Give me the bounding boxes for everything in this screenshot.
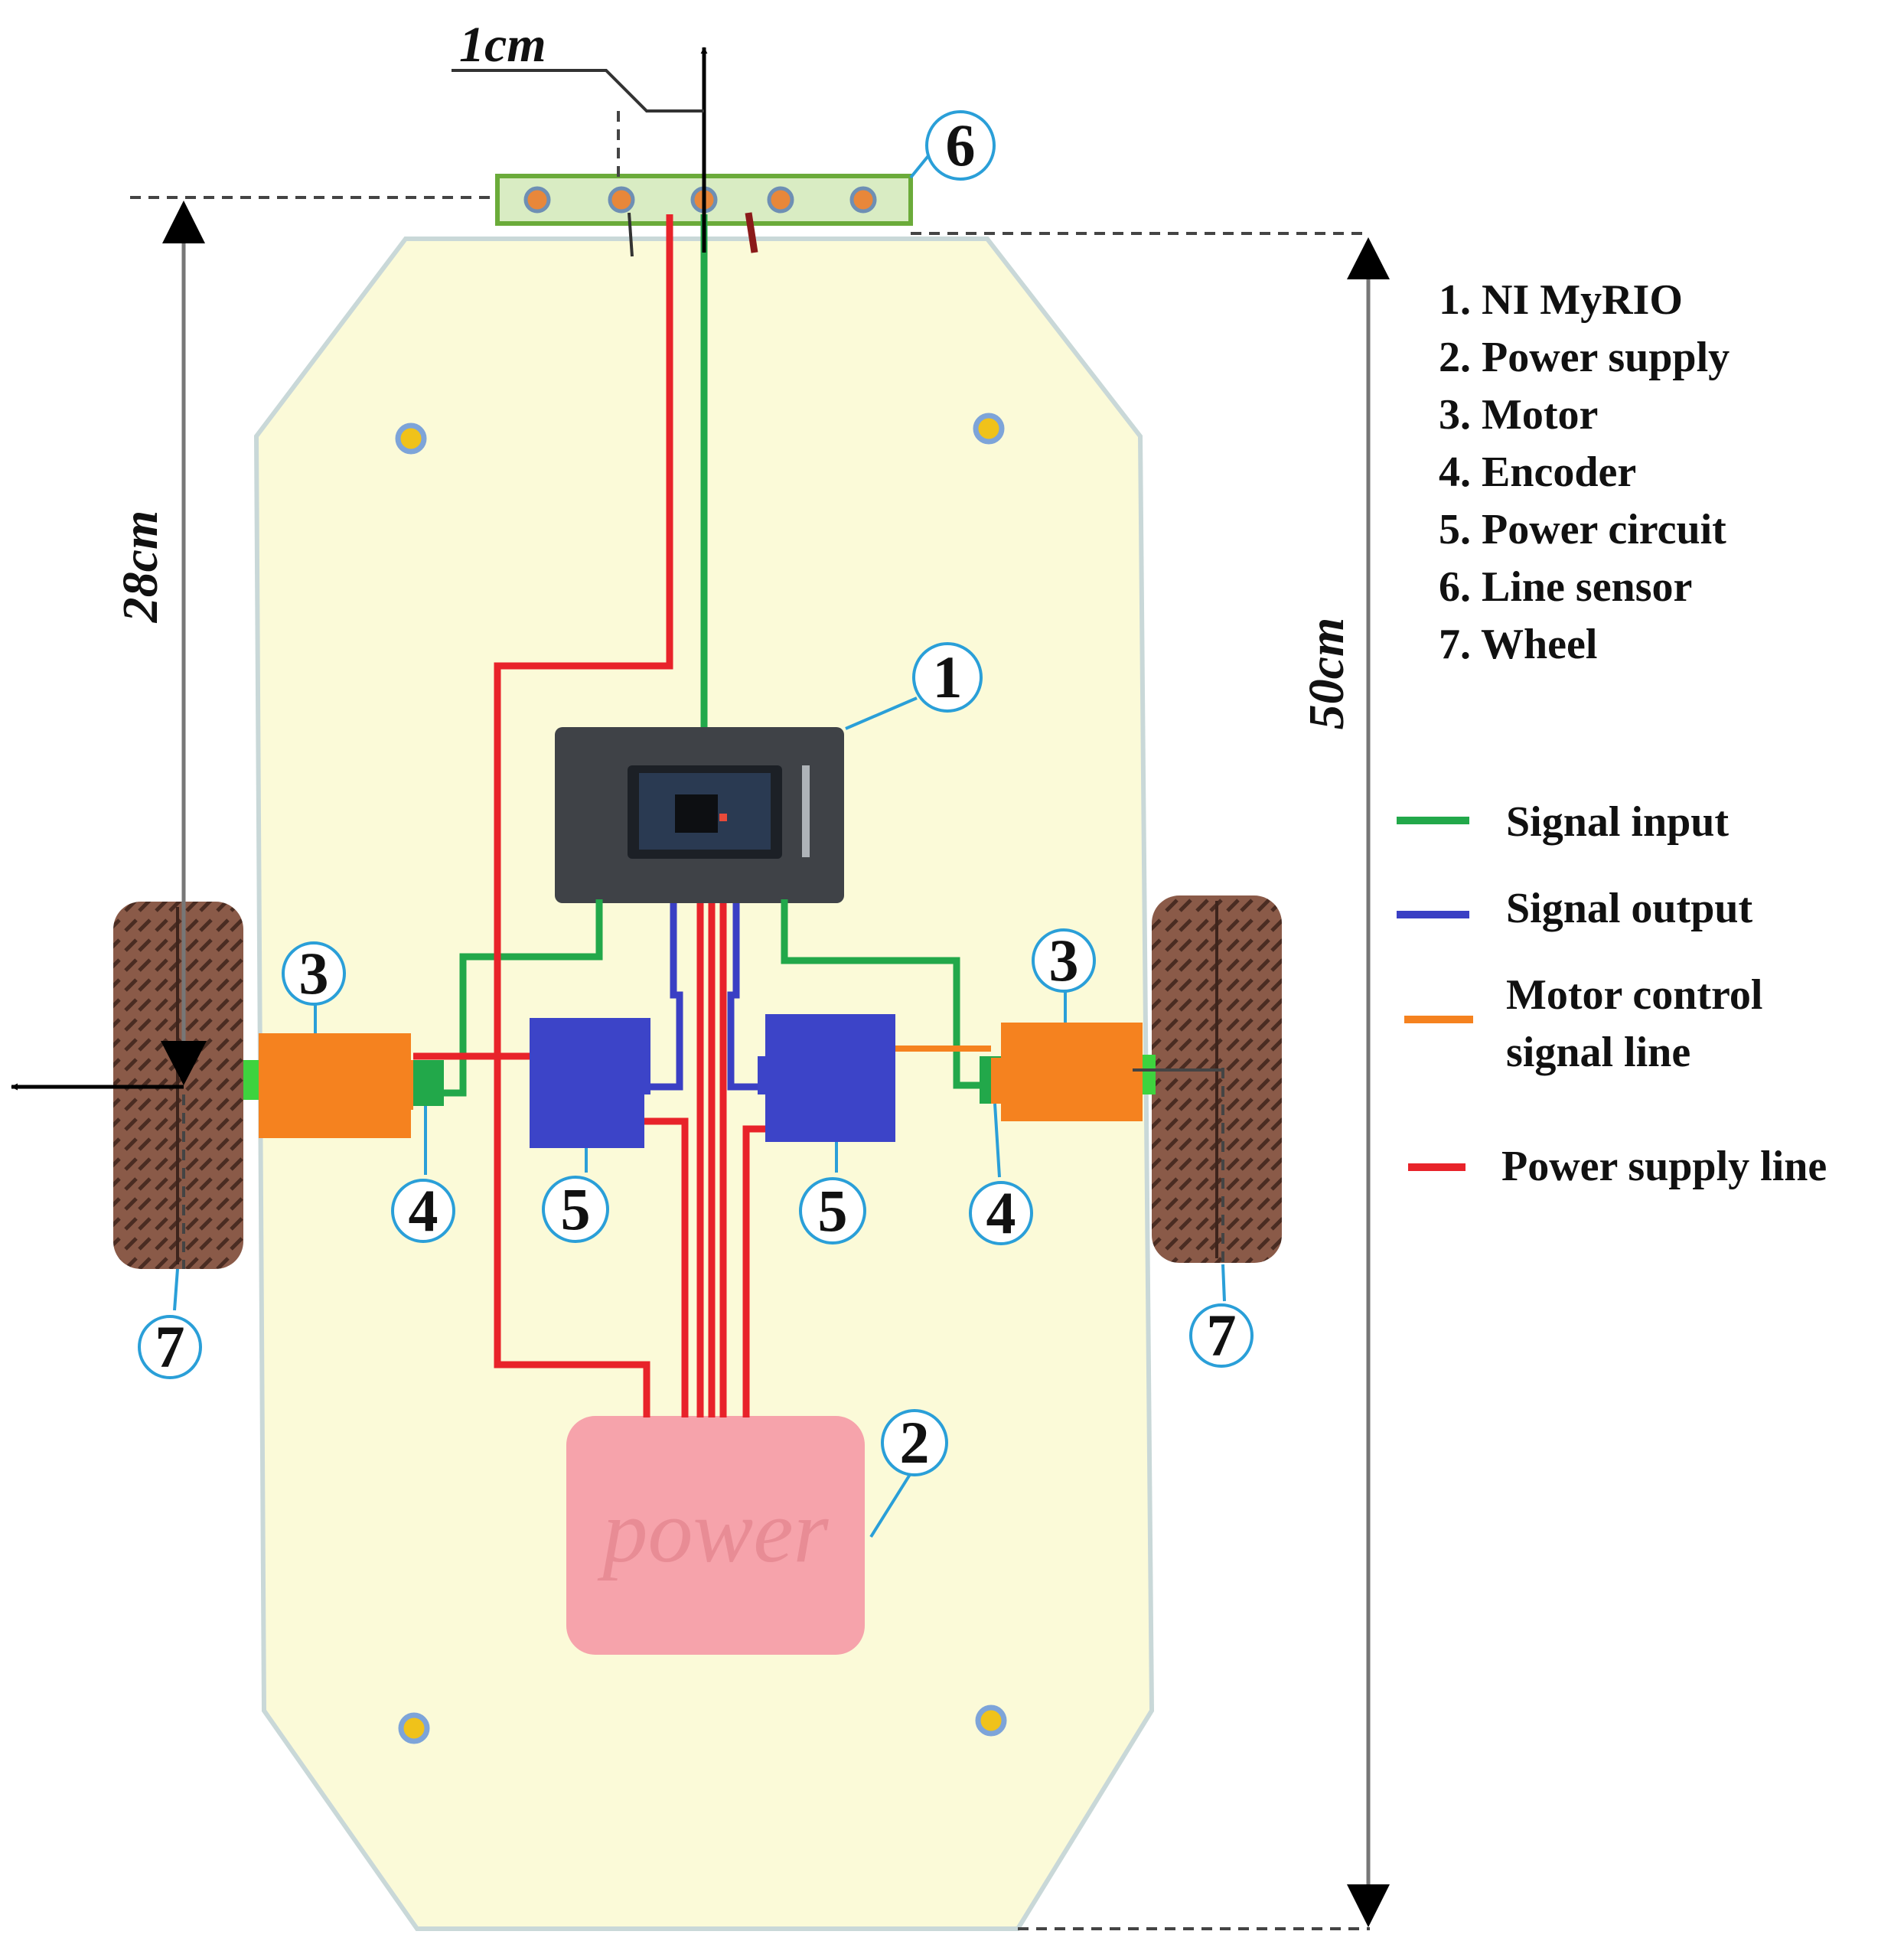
callout-number-3-right: 3 [1049,927,1079,993]
component-label-3: 3. Motor [1439,391,1598,439]
sensor-lead [628,212,634,257]
component-label-2: 2. Power supply [1439,334,1730,381]
encoder-left [413,1060,444,1106]
callout-circle-5-right [799,1177,866,1245]
motor-right [991,1023,1143,1121]
callout-number-6: 6 [946,112,976,178]
signal-input-lines [444,214,980,1097]
callout-circle-3-left [282,941,346,1006]
callout-circle-6 [925,110,996,181]
component-label-5: 5. Power circuit [1439,506,1726,553]
callout-circles [138,110,1254,1476]
component-label-1: 1. NI MyRIO [1439,276,1683,324]
wheel-right [1152,895,1282,1263]
mounting-hole-top-left [395,422,427,455]
dimension-sensor-offset: 1cm [459,17,546,73]
callout-number-4-right: 4 [986,1179,1016,1246]
axle-right [1140,1055,1156,1094]
motor-left [259,1033,413,1138]
mounting-hole-bottom-right [975,1704,1007,1737]
sensor-led [608,186,635,214]
legend-label-motor-control-2: signal line [1506,1029,1690,1076]
callout-number-2: 2 [900,1409,930,1476]
callout-circle-7-left [138,1315,202,1379]
callout-circle-4-left [391,1179,455,1243]
component-label-7: 7. Wheel [1439,621,1597,668]
callout-number-5-left: 5 [561,1176,591,1242]
legend-label-signal-output: Signal output [1506,885,1752,932]
callout-numbers: 6 1 2 3 3 4 4 5 5 7 7 [155,112,1237,1476]
power-circuit-left [530,1018,650,1148]
callout-number-5-right: 5 [818,1177,848,1244]
callout-number-4-left: 4 [409,1177,439,1244]
sensor-led [849,186,877,214]
callout-number-7-right: 7 [1207,1302,1237,1368]
signal-output-lines [650,903,758,1091]
callout-circle-4-right [969,1181,1033,1245]
callout-circle-3-right [1032,928,1096,993]
mounting-holes [395,413,1007,1744]
component-label-4: 4. Encoder [1439,449,1636,496]
callout-number-1: 1 [933,644,963,710]
callout-circle-2 [881,1409,948,1476]
callout-circle-7-right [1189,1303,1254,1368]
callout-number-3-left: 3 [299,940,329,1006]
mounting-hole-top-right [973,413,1005,445]
sensor-led [523,186,551,214]
callout-leaders [173,152,1226,1538]
axle-left [243,1060,260,1100]
line-legend: Signal input Signal output Motor control… [1397,798,1827,1190]
dimension-axle-distance: 28cm [112,511,168,624]
power-block-text: power [598,1481,830,1581]
myrio-controller [555,727,844,903]
component-list: 1. NI MyRIO 2. Power supply 3. Motor 4. … [1439,276,1730,668]
sensor-led [767,186,794,214]
legend-label-motor-control: Motor control [1506,971,1762,1019]
callout-circle-5-left [542,1176,609,1243]
legend-label-signal-input: Signal input [1506,798,1729,846]
power-supply-lines [413,214,765,1417]
power-circuit-right [758,1014,895,1142]
sensor-lead [745,212,758,253]
component-label-6: 6. Line sensor [1439,563,1692,611]
dimension-chassis-length: 50cm [1299,618,1355,730]
legend-label-power-supply: Power supply line [1501,1143,1827,1190]
mounting-hole-bottom-left [398,1712,430,1744]
callout-number-7-left: 7 [155,1313,185,1380]
dimension-lines [11,47,1390,1930]
power-supply-block [566,1416,865,1655]
callout-circle-1 [912,642,983,713]
